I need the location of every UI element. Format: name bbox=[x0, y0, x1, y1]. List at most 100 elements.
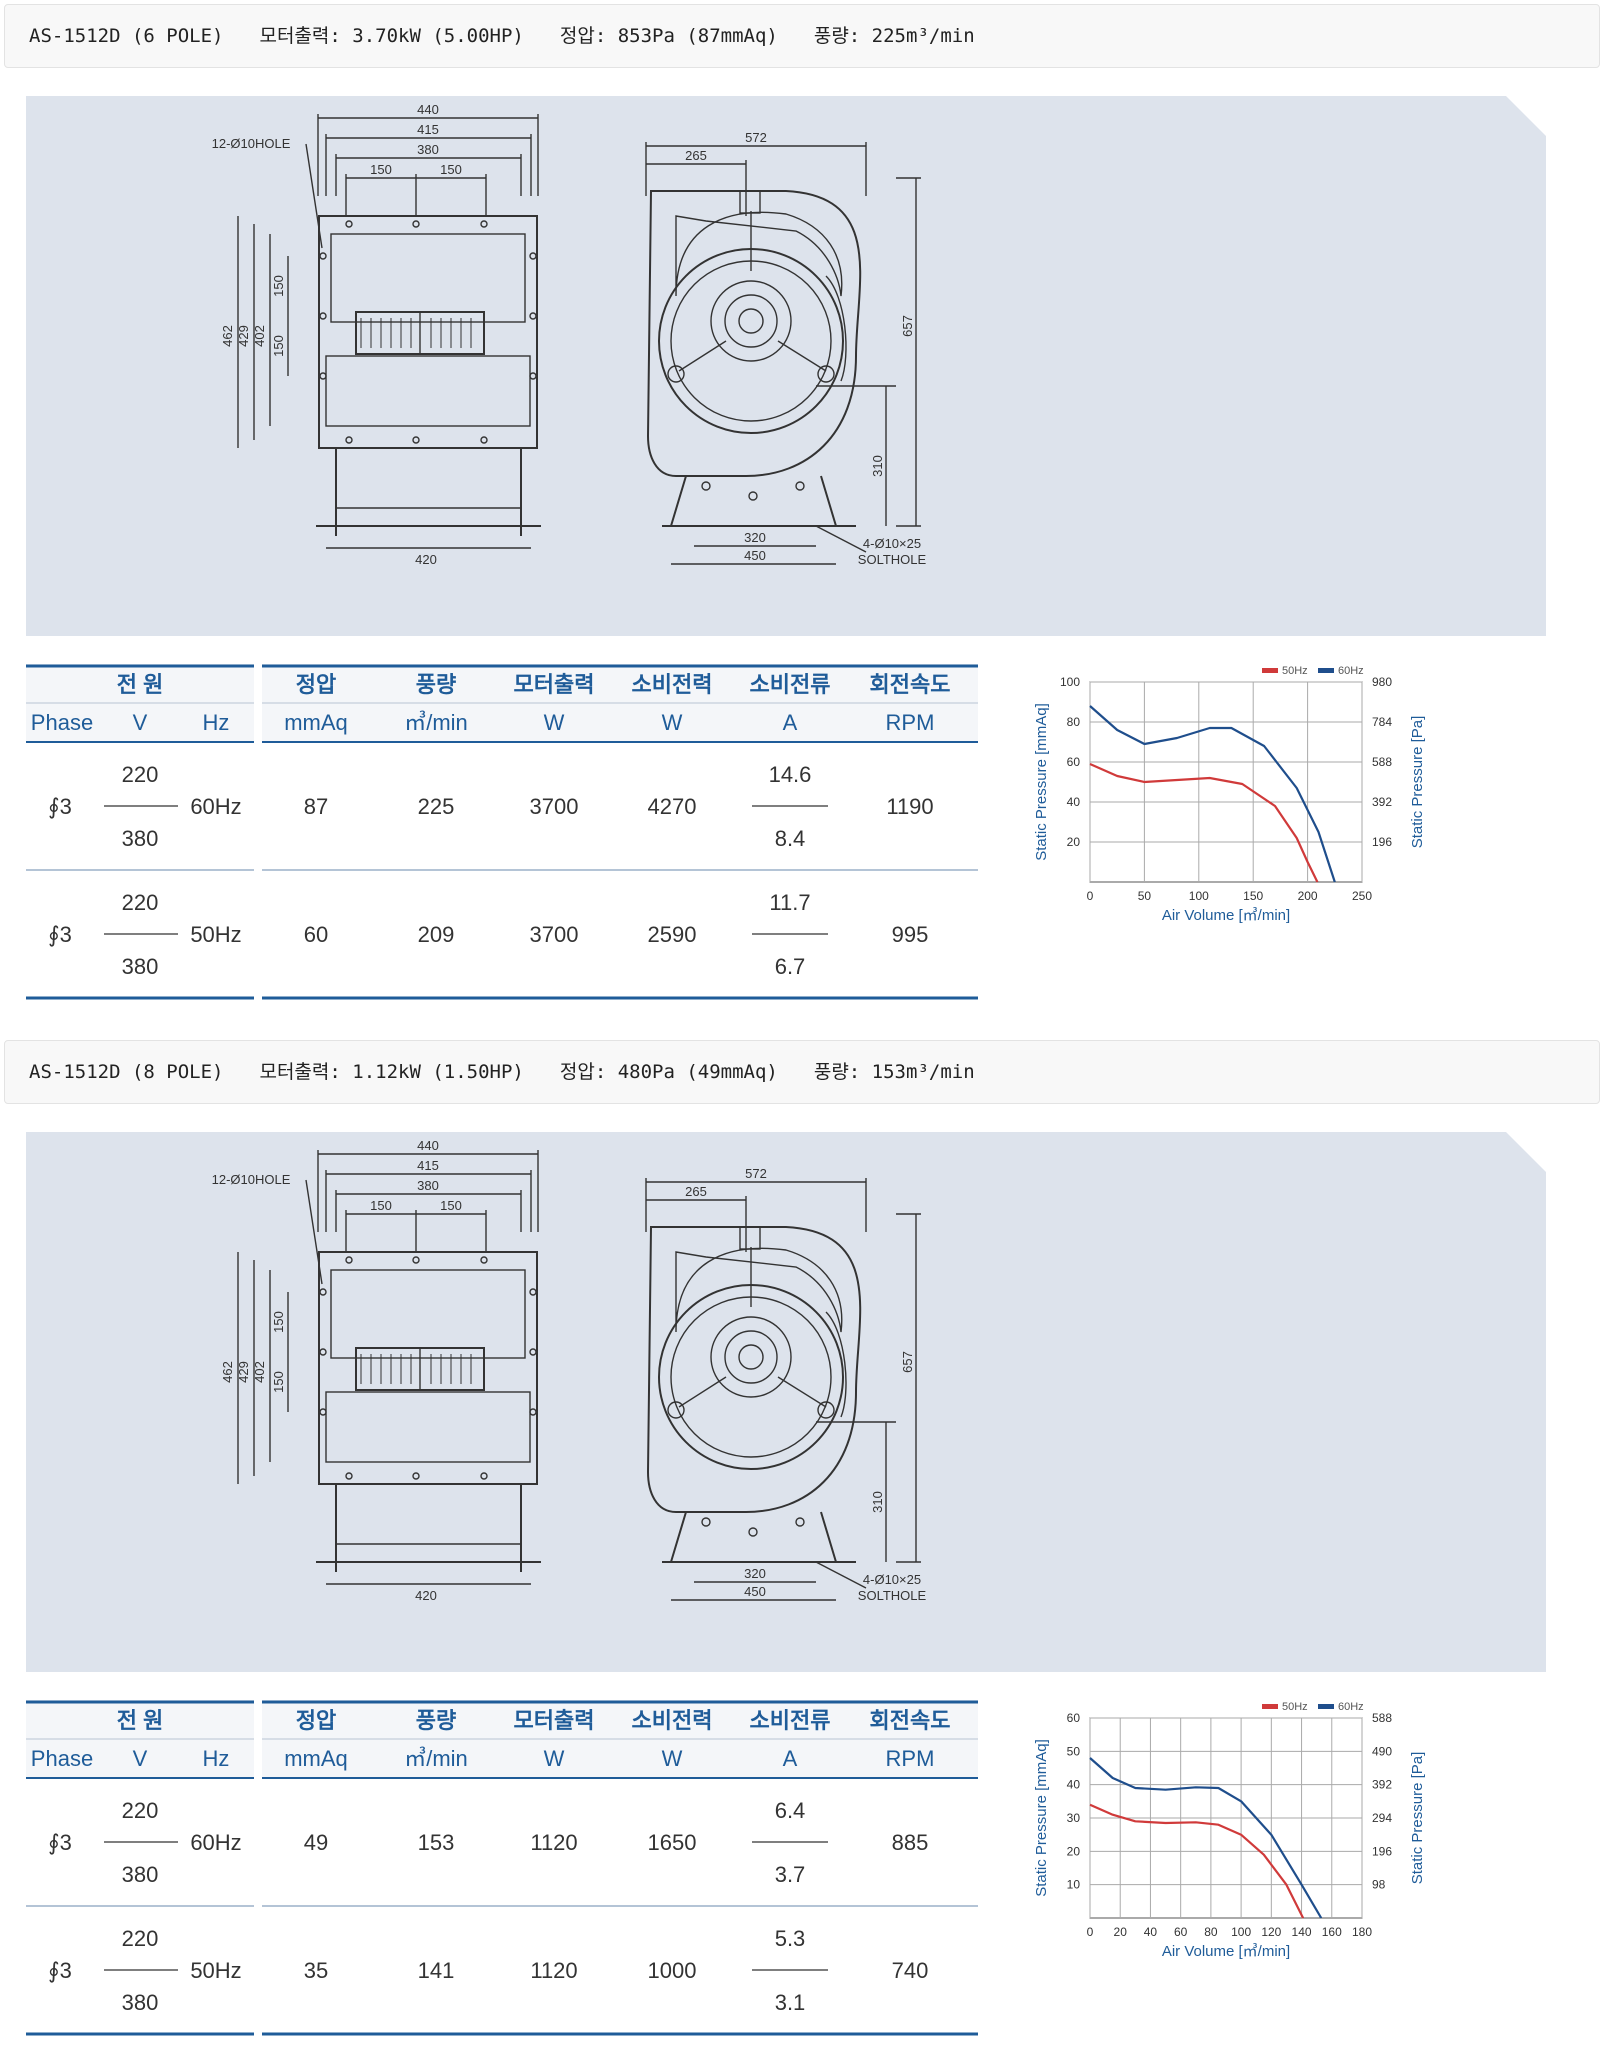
frequency: 60Hz bbox=[190, 1830, 241, 1855]
motor-power: 1120 bbox=[530, 1830, 577, 1855]
x-tick-label: 160 bbox=[1322, 1925, 1342, 1939]
dim-380: 380 bbox=[417, 1178, 439, 1193]
product-header: AS-1512D (8 POLE)모터출력: 1.12kW (1.50HP)정압… bbox=[4, 1040, 1600, 1104]
slot-note: 4-Ø10×25 bbox=[863, 1572, 921, 1587]
motor-power: 3700 bbox=[530, 922, 579, 947]
unit-v: V bbox=[133, 1746, 148, 1771]
header-sp: 정압 bbox=[296, 672, 336, 697]
header-power: 전 원 bbox=[117, 1708, 164, 1733]
y-tick-label: 20 bbox=[1067, 1844, 1081, 1858]
y2-axis-label: Static Pressure [Pa] bbox=[1409, 1752, 1426, 1885]
unit-sp: mmAq bbox=[284, 1746, 348, 1771]
slot-note-2: SOLTHOLE bbox=[858, 1588, 927, 1603]
spec-table: 전 원 정압 풍량 모터출력 소비전력 소비전류 회전속도 Phase V Hz… bbox=[26, 1700, 978, 2036]
y2-tick-label: 784 bbox=[1372, 715, 1392, 729]
unit-power: W bbox=[662, 710, 683, 735]
header-speed: 회전속도 bbox=[870, 1708, 951, 1733]
current-bottom: 3.7 bbox=[775, 1862, 806, 1887]
dim-402: 402 bbox=[252, 1361, 267, 1383]
current-top: 11.7 bbox=[769, 890, 810, 915]
y2-tick-label: 98 bbox=[1372, 1878, 1386, 1892]
voltage-top: 220 bbox=[122, 1926, 159, 1951]
header-flow: 풍량 bbox=[416, 672, 456, 697]
dim-657: 657 bbox=[900, 315, 915, 337]
x-tick-label: 250 bbox=[1352, 889, 1372, 903]
y2-axis-label: Static Pressure [Pa] bbox=[1409, 716, 1426, 849]
current-bottom: 6.7 bbox=[775, 954, 806, 979]
technical-drawing: 440 415 380 150 150 12-Ø10HOLE 420 462 4… bbox=[26, 1132, 1546, 1672]
side-view bbox=[645, 142, 921, 565]
unit-speed: RPM bbox=[886, 1746, 935, 1771]
slot-note: 4-Ø10×25 bbox=[863, 536, 921, 551]
air-flow: 209 bbox=[418, 922, 455, 947]
dim-429: 429 bbox=[236, 1361, 251, 1383]
hole-note: 12-Ø10HOLE bbox=[212, 136, 291, 151]
unit-flow: ㎥/min bbox=[404, 1746, 468, 1771]
y2-tick-label: 490 bbox=[1372, 1744, 1392, 1758]
y-tick-label: 40 bbox=[1067, 1778, 1081, 1792]
dim-v150a: 150 bbox=[271, 275, 286, 297]
current-bottom: 8.4 bbox=[775, 826, 806, 851]
y2-tick-label: 196 bbox=[1372, 835, 1392, 849]
dim-440: 440 bbox=[417, 102, 439, 117]
y2-tick-label: 588 bbox=[1372, 1711, 1392, 1725]
dim-v150b: 150 bbox=[271, 335, 286, 357]
x-tick-label: 60 bbox=[1174, 1925, 1188, 1939]
power-consumption: 2590 bbox=[648, 922, 697, 947]
legend-swatch bbox=[1318, 668, 1334, 673]
dim-420: 420 bbox=[415, 552, 437, 567]
technical-drawing: 440 415 380 150 150 12-Ø10HOLE 420 462 4… bbox=[26, 96, 1546, 636]
dim-150a: 150 bbox=[370, 162, 392, 177]
header-current: 소비전류 bbox=[750, 1708, 831, 1733]
unit-motor: W bbox=[544, 1746, 565, 1771]
header-power-consumption: 소비전력 bbox=[632, 1708, 713, 1733]
current-bottom: 3.1 bbox=[775, 1990, 806, 2015]
header-power-consumption: 소비전력 bbox=[632, 672, 713, 697]
dim-462: 462 bbox=[220, 325, 235, 347]
motor-power: 1120 bbox=[530, 1958, 577, 1983]
x-tick-label: 50 bbox=[1138, 889, 1152, 903]
spec-table: 전 원 정압 풍량 모터출력 소비전력 소비전류 회전속도 Phase V Hz… bbox=[26, 664, 978, 1000]
voltage-bottom: 380 bbox=[122, 1862, 159, 1887]
legend-label: 60Hz bbox=[1338, 665, 1364, 677]
dim-462: 462 bbox=[220, 1361, 235, 1383]
air-flow: 153 bbox=[418, 1830, 455, 1855]
y-tick-label: 40 bbox=[1067, 795, 1081, 809]
static-pressure: 정압: 480Pa (49mmAq) bbox=[559, 1061, 778, 1083]
legend-label: 50Hz bbox=[1282, 1701, 1308, 1713]
voltage-bottom: 380 bbox=[122, 1990, 159, 2015]
y-tick-label: 20 bbox=[1067, 835, 1081, 849]
current-top: 14.6 bbox=[769, 762, 812, 787]
dim-450: 450 bbox=[744, 548, 766, 563]
header-sp: 정압 bbox=[296, 1708, 336, 1733]
y-axis-label: Static Pressure [mmAq] bbox=[1033, 703, 1050, 861]
header-motor: 모터출력 bbox=[514, 1708, 595, 1733]
y2-tick-label: 294 bbox=[1372, 1811, 1392, 1825]
header-speed: 회전속도 bbox=[870, 672, 951, 697]
air-volume: 풍량: 225m³/min bbox=[813, 25, 975, 47]
x-axis-label: Air Volume [㎥/min] bbox=[1162, 907, 1290, 924]
dim-450: 450 bbox=[744, 1584, 766, 1599]
front-view bbox=[237, 114, 541, 549]
x-tick-label: 180 bbox=[1352, 1925, 1372, 1939]
side-view bbox=[645, 1178, 921, 1601]
y2-tick-label: 588 bbox=[1372, 755, 1392, 769]
unit-sp: mmAq bbox=[284, 710, 348, 735]
series-line-50hz bbox=[1089, 1803, 1305, 1919]
legend-swatch bbox=[1318, 1704, 1334, 1709]
x-axis-label: Air Volume [㎥/min] bbox=[1162, 1943, 1290, 1960]
x-tick-label: 100 bbox=[1189, 889, 1209, 903]
unit-current: A bbox=[783, 710, 798, 735]
dim-150a: 150 bbox=[370, 1198, 392, 1213]
unit-hz: Hz bbox=[203, 1746, 230, 1771]
static-pressure: 87 bbox=[304, 794, 328, 819]
voltage-top: 220 bbox=[122, 890, 159, 915]
y2-tick-label: 392 bbox=[1372, 795, 1392, 809]
x-tick-label: 80 bbox=[1204, 1925, 1218, 1939]
x-tick-label: 120 bbox=[1261, 1925, 1281, 1939]
